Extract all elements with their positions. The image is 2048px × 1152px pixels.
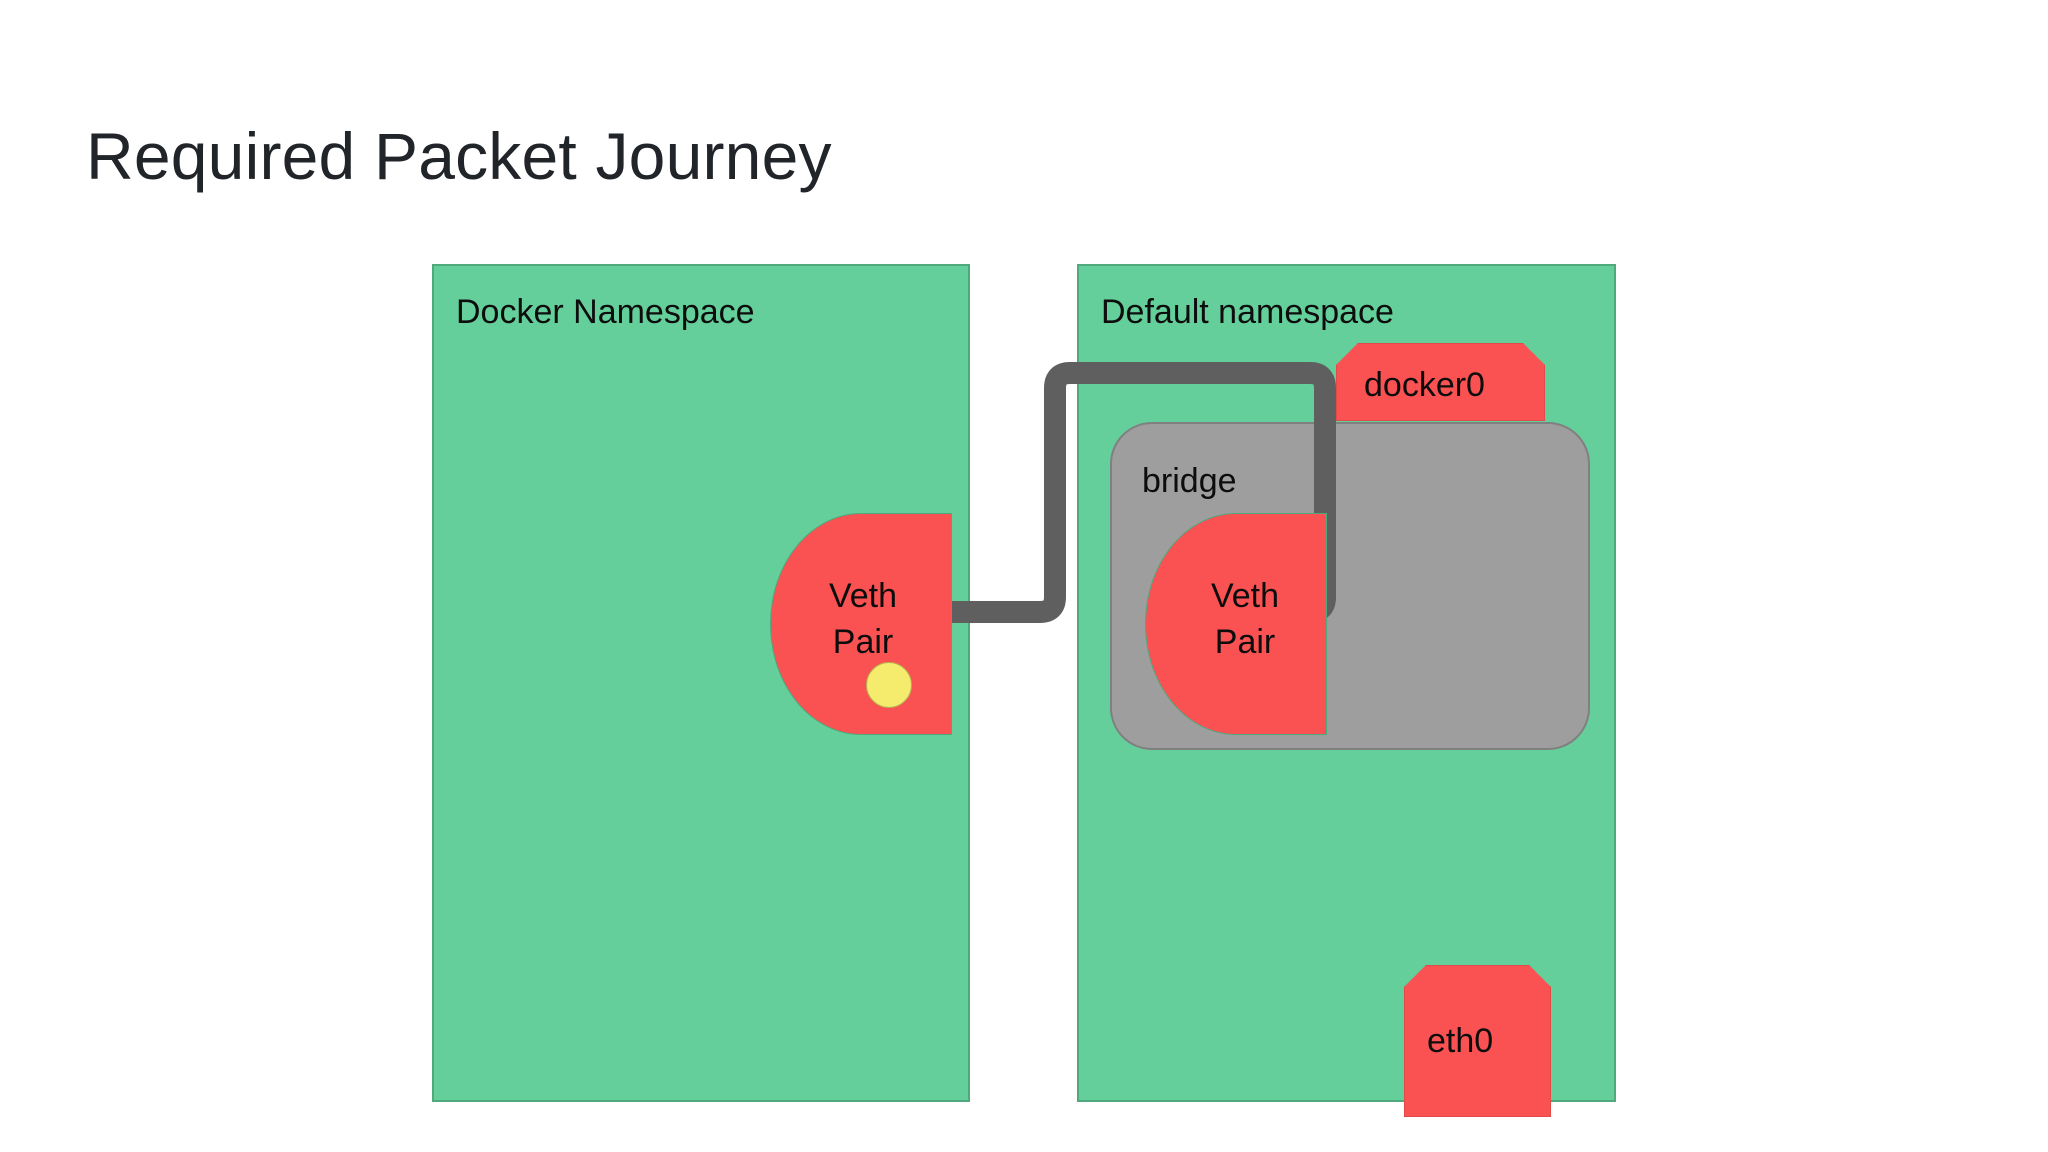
eth0-interface-badge <box>1404 965 1551 1117</box>
docker0-label: docker0 <box>1364 366 1485 404</box>
docker0-interface-badge <box>1336 343 1545 421</box>
default-namespace-label: Default namespace <box>1101 293 1394 331</box>
veth-right-line1: Veth <box>1210 577 1280 615</box>
veth-left-line2: Pair <box>832 623 894 661</box>
veth-right-line2: Pair <box>1214 623 1276 661</box>
page-title: Required Packet Journey <box>86 119 832 193</box>
veth-pair-default-shape <box>1145 513 1327 735</box>
packet-dot <box>866 662 912 708</box>
veth-pair-docker-shape <box>770 513 952 735</box>
eth0-label: eth0 <box>1427 1022 1494 1060</box>
bridge-label: bridge <box>1142 462 1237 500</box>
docker-namespace-label: Docker Namespace <box>456 293 755 331</box>
veth-left-line1: Veth <box>828 577 898 615</box>
